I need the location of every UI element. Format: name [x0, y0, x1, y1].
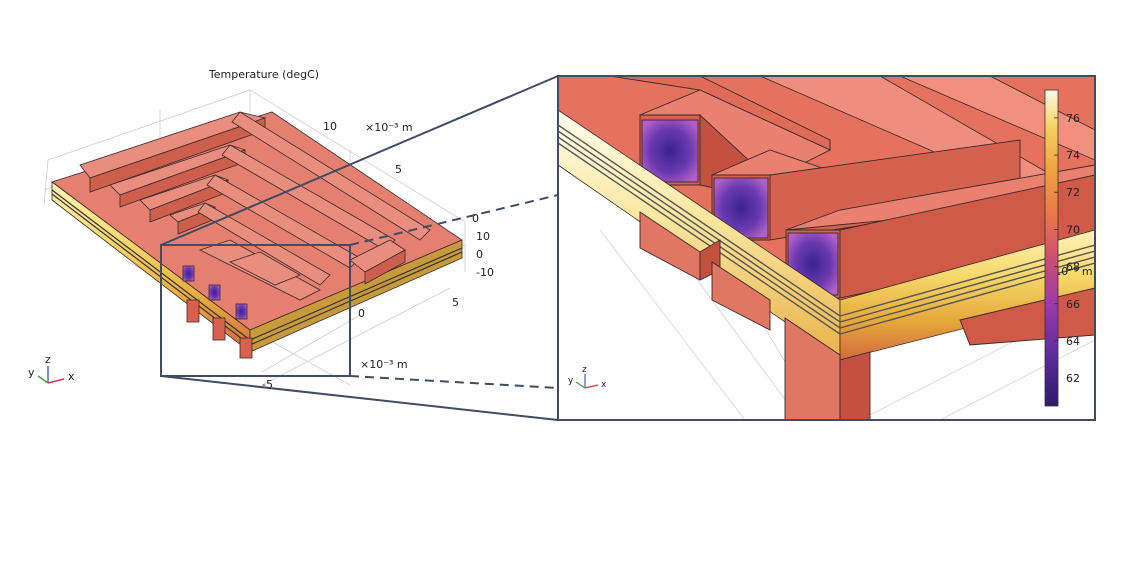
colorbar-tick-label: 76 — [1066, 112, 1080, 125]
colorbar-tick-label: 70 — [1066, 223, 1080, 236]
colorbar-ticks: 76 74 72 70 68 66 64 62 — [1054, 112, 1080, 385]
top-axis-unit: ×10⁻³ m — [365, 121, 413, 134]
zoom-selection-box — [160, 244, 351, 377]
zoom-inlet-port-1 — [641, 119, 699, 183]
triad-z-label: z — [45, 353, 51, 366]
overview-axis-triad: z x y — [28, 353, 75, 384]
triad-x-label: x — [68, 370, 75, 383]
inlet-port-1 — [182, 265, 195, 282]
colorbar-gradient — [1044, 89, 1059, 407]
zoom-triad-z-label: z — [582, 365, 587, 375]
z-tick-0: 0 — [476, 248, 483, 261]
inlet-port-2 — [208, 284, 221, 301]
zoom-laminate-layers — [558, 109, 1095, 361]
zoom-frame — [557, 75, 1096, 421]
colorbar-tick-label: 64 — [1066, 335, 1080, 348]
plot-title: Temperature (degC) — [208, 68, 319, 81]
colorbar-tick-label: 72 — [1066, 186, 1080, 199]
zoom-triad-x-label: x — [601, 380, 607, 390]
zoom-triad-y-label: y — [568, 376, 574, 386]
z-tick-minus10: -10 — [476, 266, 494, 279]
colorbar-tick-label: 62 — [1066, 372, 1080, 385]
y-tick-5: 5 — [395, 163, 402, 176]
overview-inlet-ports — [182, 265, 253, 359]
triad-y-label: y — [28, 366, 35, 379]
y-tick-10: 10 — [323, 120, 337, 133]
colorbar-tick-label: 68 — [1066, 261, 1080, 274]
colorbar-tick-label: 74 — [1066, 149, 1080, 162]
bottom-axis-unit: ×10⁻³ m — [360, 358, 408, 371]
overview-view: Temperature (degC) — [28, 68, 494, 391]
inlet-port-3 — [235, 303, 248, 320]
x-tick-minus5: -5 — [262, 378, 273, 391]
zoom-connectors — [160, 75, 559, 421]
colorbar-tick-label: 66 — [1066, 298, 1080, 311]
x-tick-5: 5 — [452, 296, 459, 309]
colorbar: 76 74 72 70 68 66 64 62 — [1044, 89, 1080, 407]
z-tick-10: 10 — [476, 230, 490, 243]
x-tick-0: 0 — [358, 307, 365, 320]
z-tick-0-top: 0 — [472, 212, 479, 225]
zoom-axis-triad: z x y — [568, 365, 607, 390]
